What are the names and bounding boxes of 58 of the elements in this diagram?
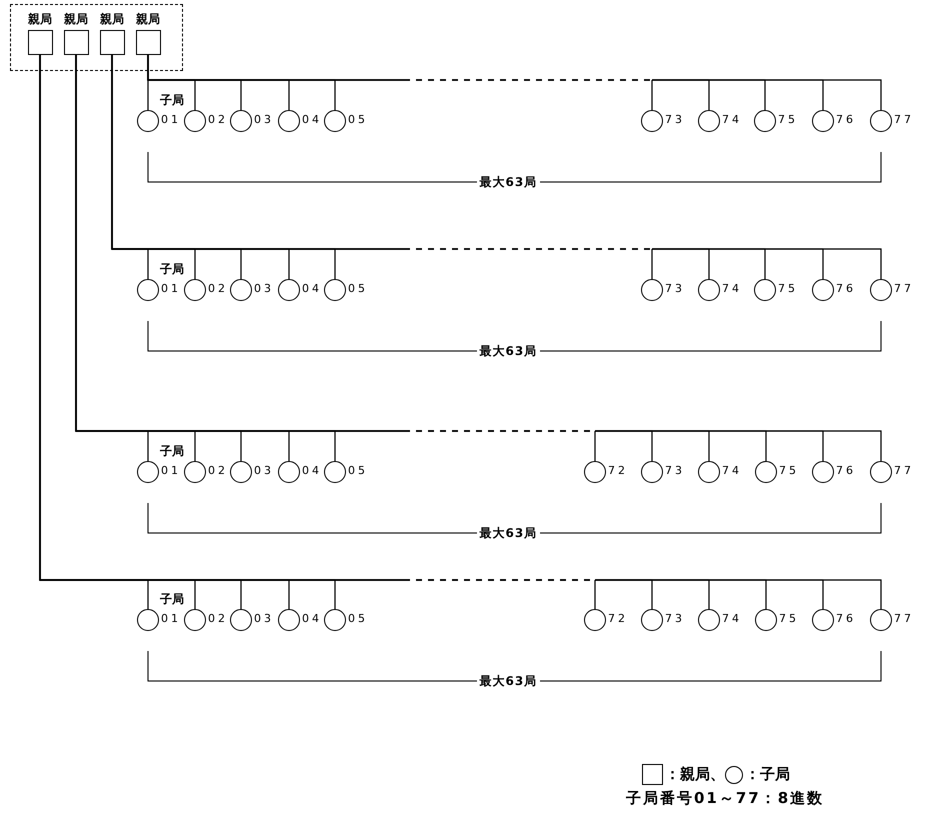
station-number: 02 bbox=[208, 612, 228, 625]
station-number: 01 bbox=[161, 113, 181, 126]
station-number: 03 bbox=[254, 113, 274, 126]
station-number: 72 bbox=[608, 464, 628, 477]
station-number: 04 bbox=[302, 113, 322, 126]
station-number: 03 bbox=[254, 612, 274, 625]
dashed-group-frame bbox=[10, 4, 183, 71]
station-group-label: 子局 bbox=[160, 262, 184, 276]
station-number: 05 bbox=[348, 282, 368, 295]
dimension-label: 最大63局 bbox=[476, 344, 540, 358]
station-number: 75 bbox=[778, 113, 798, 126]
station-number: 74 bbox=[722, 464, 742, 477]
station-number: 04 bbox=[302, 464, 322, 477]
dimension-label: 最大63局 bbox=[476, 175, 540, 189]
legend-text: ：子局 bbox=[745, 765, 790, 784]
station-number: 02 bbox=[208, 113, 228, 126]
station-number: 73 bbox=[665, 464, 685, 477]
station-number: 76 bbox=[836, 113, 856, 126]
station-number: 01 bbox=[161, 464, 181, 477]
station-number: 03 bbox=[254, 282, 274, 295]
station-number: 76 bbox=[836, 464, 856, 477]
station-number: 73 bbox=[665, 282, 685, 295]
station-number: 02 bbox=[208, 282, 228, 295]
station-number: 73 bbox=[665, 113, 685, 126]
station-group-label: 子局 bbox=[160, 444, 184, 458]
station-number: 03 bbox=[254, 464, 274, 477]
station-label: 親局 bbox=[26, 12, 53, 26]
station-label: 親局 bbox=[98, 12, 125, 26]
station-number: 05 bbox=[348, 464, 368, 477]
dimension-label: 最大63局 bbox=[476, 526, 540, 540]
station-number: 01 bbox=[161, 612, 181, 625]
station-number: 77 bbox=[894, 282, 914, 295]
station-group-label: 子局 bbox=[160, 93, 184, 107]
station-number: 75 bbox=[778, 282, 798, 295]
station-number: 72 bbox=[608, 612, 628, 625]
station-number: 77 bbox=[894, 612, 914, 625]
station-number: 01 bbox=[161, 282, 181, 295]
station-number: 77 bbox=[894, 464, 914, 477]
station-number: 74 bbox=[722, 282, 742, 295]
footnote-text: 子局番号01～77：8進数 bbox=[626, 789, 824, 808]
station-number: 74 bbox=[722, 113, 742, 126]
station-label: 親局 bbox=[134, 12, 161, 26]
station-number: 05 bbox=[348, 113, 368, 126]
station-group-label: 子局 bbox=[160, 592, 184, 606]
station-number: 04 bbox=[302, 612, 322, 625]
station-number: 02 bbox=[208, 464, 228, 477]
station-number: 76 bbox=[836, 282, 856, 295]
station-number: 75 bbox=[779, 612, 799, 625]
station-number: 73 bbox=[665, 612, 685, 625]
station-number: 77 bbox=[894, 113, 914, 126]
dimension-label: 最大63局 bbox=[476, 674, 540, 688]
station-number: 75 bbox=[779, 464, 799, 477]
station-label: 親局 bbox=[62, 12, 89, 26]
station-number: 04 bbox=[302, 282, 322, 295]
station-number: 74 bbox=[722, 612, 742, 625]
legend-text: ：親局、 bbox=[665, 765, 725, 784]
station-number: 05 bbox=[348, 612, 368, 625]
station-number: 76 bbox=[836, 612, 856, 625]
